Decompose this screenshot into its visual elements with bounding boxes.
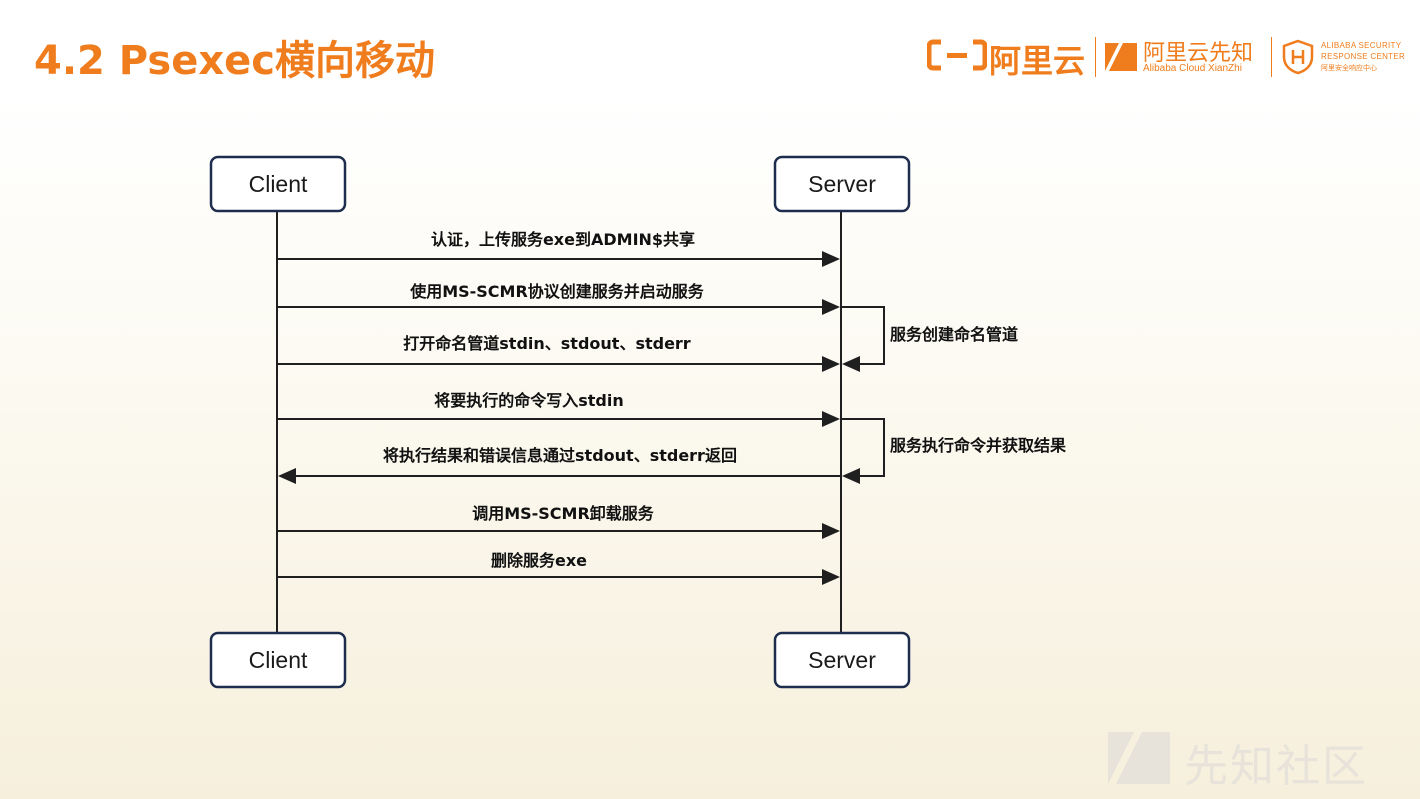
message-uninstall-service: 调用MS-SCMR卸载服务 — [277, 504, 840, 539]
server-actor-top: Server — [773, 155, 911, 213]
server-label: Server — [808, 171, 876, 197]
message-delete-exe: 删除服务exe — [277, 551, 840, 585]
xianzhi-watermark: 先知社区 — [1108, 728, 1408, 792]
watermark-text: 先知社区 — [1184, 741, 1368, 792]
self-note-label: 服务创建命名管道 — [890, 325, 1018, 344]
message-label: 将要执行的命令写入stdin — [434, 391, 624, 410]
message-label: 使用MS-SCMR协议创建服务并启动服务 — [409, 282, 705, 301]
message-write-stdin: 将要执行的命令写入stdin — [277, 391, 840, 427]
arrowhead-left — [278, 468, 296, 484]
slide-title: 4.2 Psexec横向移动 — [34, 38, 435, 84]
aliyun-logo-icon — [927, 39, 987, 71]
asrc-logo-line1: ALIBABA SECURITY — [1321, 41, 1402, 50]
server-actor-bottom: Server — [773, 631, 911, 689]
logo-divider — [1271, 37, 1272, 77]
watermark-logo-icon — [1108, 732, 1170, 784]
xianzhi-logo-subtext: Alibaba Cloud XianZhi — [1143, 63, 1242, 74]
server-label: Server — [808, 647, 876, 673]
message-label: 认证，上传服务exe到ADMIN$共享 — [431, 230, 695, 249]
message-label: 将执行结果和错误信息通过stdout、stderr返回 — [383, 446, 737, 465]
message-upload-exe: 认证，上传服务exe到ADMIN$共享 — [277, 230, 840, 267]
message-create-service: 使用MS-SCMR协议创建服务并启动服务 — [277, 282, 840, 315]
aliyun-logo-text: 阿里云 — [989, 42, 1086, 80]
self-note-label: 服务执行命令并获取结果 — [890, 436, 1066, 455]
arrowhead-right — [822, 299, 840, 315]
client-actor-top: Client — [209, 155, 347, 213]
message-label: 打开命名管道stdin、stdout、stderr — [403, 334, 691, 353]
xianzhi-logo-icon — [1105, 43, 1137, 71]
asrc-logo-line2: RESPONSE CENTER — [1321, 52, 1406, 61]
self-message-create-pipe: 服务创建命名管道 — [841, 306, 1018, 372]
arrowhead-right — [822, 523, 840, 539]
asrc-logo-line3: 阿里安全响应中心 — [1321, 65, 1377, 72]
arrowhead-right — [822, 569, 840, 585]
client-label: Client — [249, 171, 308, 197]
message-open-pipes: 打开命名管道stdin、stdout、stderr — [277, 334, 840, 372]
message-label: 删除服务exe — [491, 551, 587, 570]
brand-logos: 阿里云 阿里云先知 Alibaba Cloud XianZhi ALIBABA … — [925, 33, 1405, 83]
shield-logo-icon — [1282, 39, 1314, 75]
self-message-exec-command: 服务执行命令并获取结果 — [841, 418, 1066, 484]
arrowhead-left — [842, 468, 860, 484]
message-label: 调用MS-SCMR卸载服务 — [472, 504, 655, 523]
arrowhead-left — [842, 356, 860, 372]
message-return-results: 将执行结果和错误信息通过stdout、stderr返回 — [278, 446, 841, 484]
xianzhi-logo-text: 阿里云先知 — [1143, 41, 1254, 66]
arrowhead-right — [822, 251, 840, 267]
arrowhead-right — [822, 411, 840, 427]
client-label: Client — [249, 647, 308, 673]
logo-divider — [1095, 37, 1096, 77]
arrowhead-right — [822, 356, 840, 372]
client-actor-bottom: Client — [209, 631, 347, 689]
